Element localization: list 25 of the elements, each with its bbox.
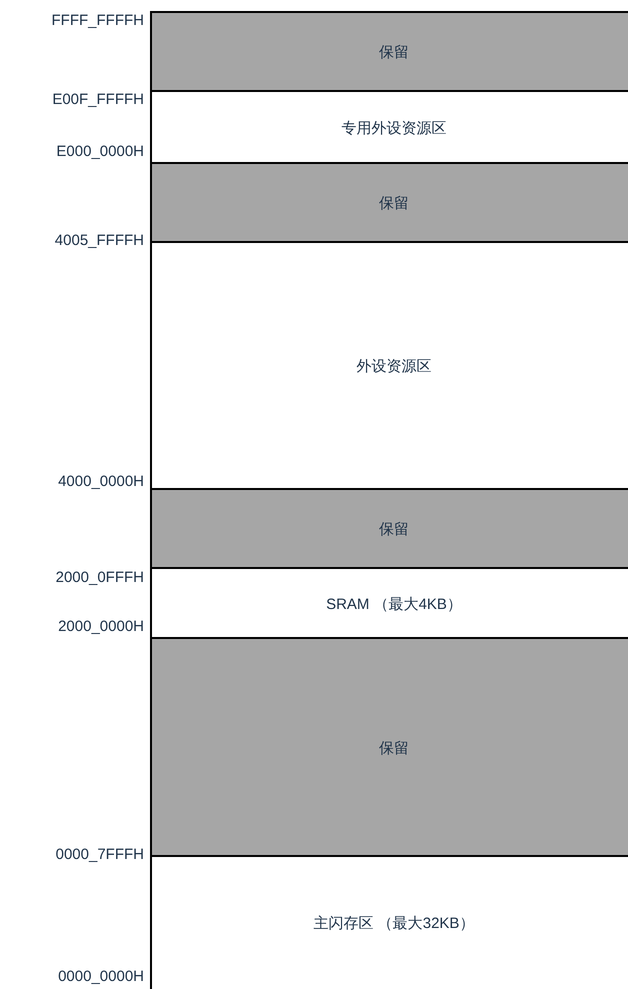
address-label: 0000_7FFFH <box>56 846 144 864</box>
address-label: 2000_0000H <box>58 618 144 636</box>
address-label: E000_0000H <box>56 143 144 161</box>
memory-region <box>150 567 628 639</box>
region-label: 保留 <box>379 43 409 62</box>
address-label: FFFF_FFFFH <box>52 12 144 30</box>
region-label: 专用外设资源区 <box>342 118 446 138</box>
reserved-region <box>150 637 628 857</box>
address-label: 2000_0FFFH <box>56 569 144 587</box>
region-label: SRAM （最大4KB） <box>326 594 462 614</box>
address-label: 4000_0000H <box>58 473 144 491</box>
memory-region <box>150 855 628 989</box>
region-label: 保留 <box>379 738 409 758</box>
address-label: E00F_FFFFH <box>52 91 144 109</box>
address-label: 0000_0000H <box>58 968 144 986</box>
memory-region <box>150 241 628 490</box>
reserved-region <box>150 11 628 92</box>
region-label: 保留 <box>379 194 409 213</box>
region-label: 保留 <box>379 520 409 539</box>
reserved-region <box>150 162 628 243</box>
region-label: 外设资源区 <box>356 357 432 376</box>
region-label: 主闪存区 （最大32KB） <box>314 914 474 932</box>
reserved-region <box>150 488 628 569</box>
memory-region <box>150 90 628 164</box>
address-label: 4005_FFFFH <box>54 232 144 250</box>
